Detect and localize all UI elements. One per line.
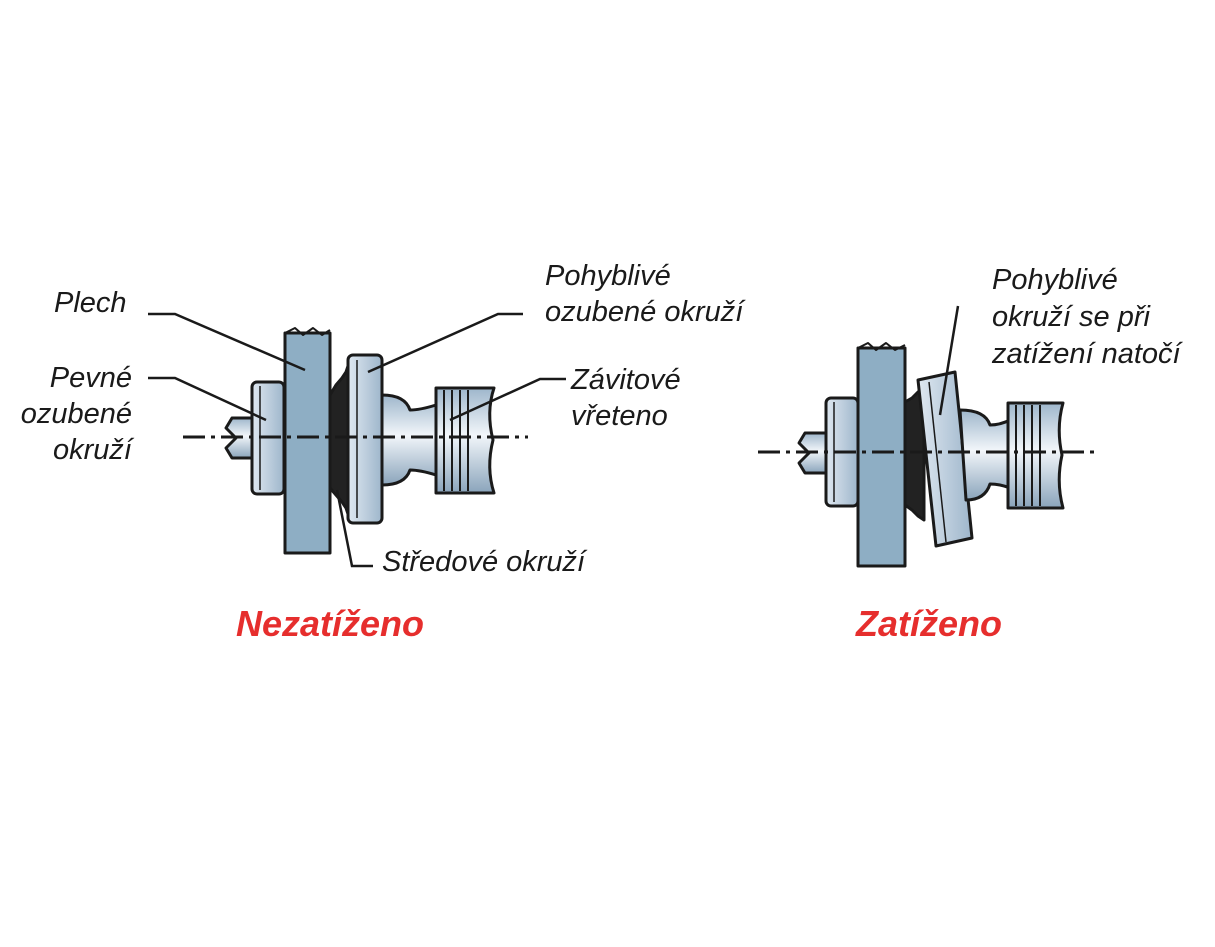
left-assembly [224,327,496,555]
leader-pohyblive [367,312,523,374]
state-label-right: Zatíženo [856,603,1003,644]
label-pevne-line1: Pevné [49,362,132,394]
leader-pevne [148,376,267,422]
right-sheet-metal [856,346,907,568]
label-pohyblive-natoci-line1: Pohyblivé [992,264,1118,296]
label-pohyblive-line2: ozubené okruží [545,296,744,328]
leader-plech [148,312,306,372]
left-threaded-spindle [434,386,496,495]
leader-pohyblive-natoci [938,305,960,416]
right-assembly [797,342,1065,568]
label-plech: Plech [54,287,127,319]
left-movable-collar [346,353,384,525]
label-stredove: Středové okruží [382,546,586,578]
label-pohyblive-natoci-line3: zatížení natočí [992,338,1181,370]
right-center-collar [903,386,926,522]
left-leader-lines [148,312,566,568]
label-zavitove-line1: Závitové [571,364,681,396]
left-neck [380,393,438,487]
leader-stredove [335,489,373,568]
state-label-left: Nezatíženo [236,603,425,644]
right-tilted-collar [916,370,974,548]
right-neck [958,408,1012,502]
label-pohyblive-line1: Pohyblivé [545,260,671,292]
label-pevne-line2: ozubené [20,398,132,430]
leader-zavitove [449,377,566,422]
label-pevne-line3: okruží [53,434,132,466]
right-threaded-spindle [1006,401,1065,510]
label-pohyblive-natoci-line2: okruží se při [992,301,1150,333]
left-sheet-metal [283,331,332,555]
label-zavitove-line2: vřeteno [571,400,668,432]
